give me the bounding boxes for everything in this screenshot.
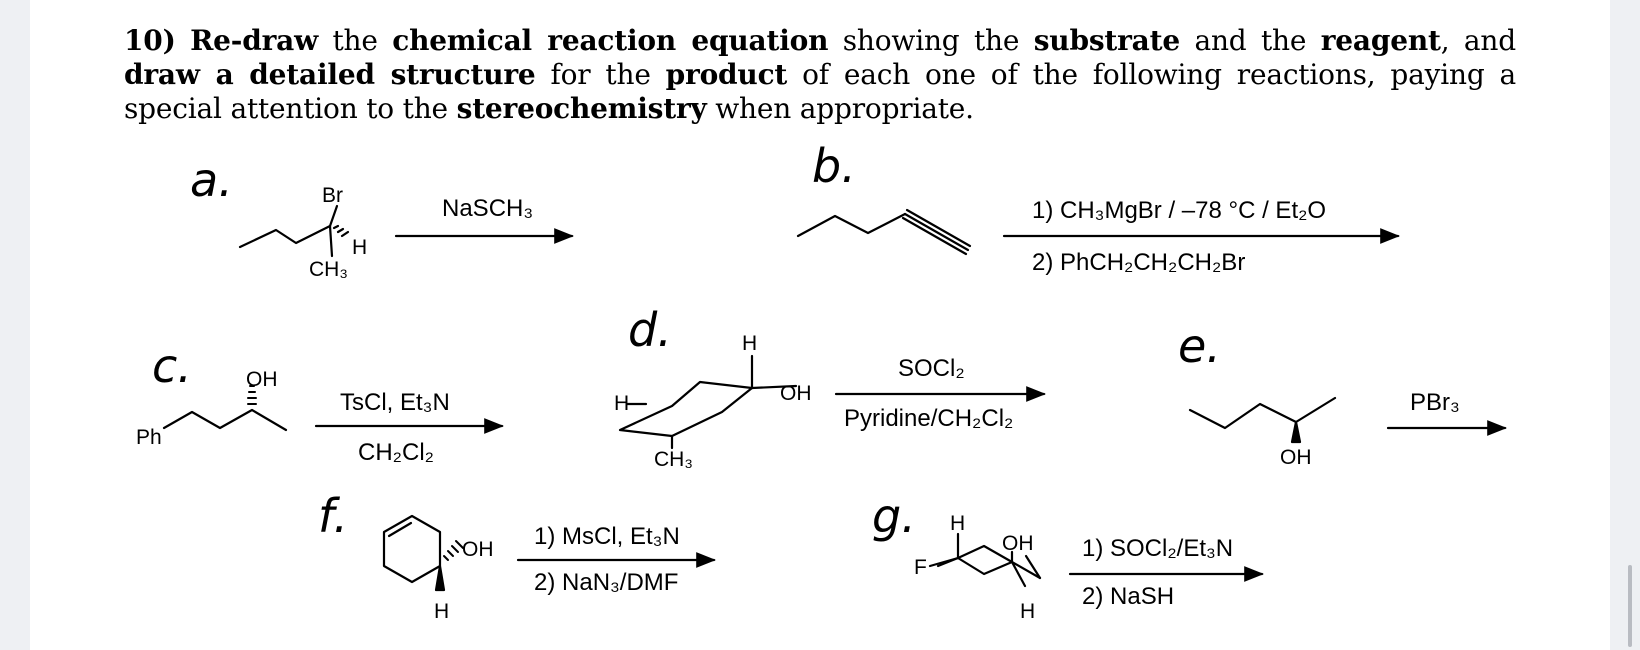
reaction-a-methyl-label: CH₃ — [309, 258, 348, 281]
reaction-g-substrate — [928, 532, 1042, 588]
page-gutter-right — [1610, 0, 1640, 650]
reaction-g-hydroxyl-label: OH — [1002, 532, 1034, 555]
hash-bond-icon — [332, 224, 350, 238]
reaction-c-letter: c. — [152, 339, 192, 393]
reaction-e-reagent: PBr₃ — [1410, 389, 1460, 416]
reaction-d-hydroxyl-label: OH — [780, 382, 812, 405]
reaction-f-reagent-1: 1) MsCl, Et₃N — [534, 523, 680, 550]
hash-bond-icon — [443, 540, 464, 561]
vertical-scrollbar[interactable] — [1628, 565, 1632, 647]
reaction-g-hydrogen-bottom-label: H — [1020, 600, 1035, 623]
reaction-d-hydrogen-top-label: H — [742, 332, 757, 355]
reaction-a-hydrogen-label: H — [352, 236, 367, 259]
reaction-e-hydroxyl-label: OH — [1280, 446, 1312, 469]
question-parts: Re-draw the chemical reaction equation s… — [124, 24, 1516, 125]
reaction-a-bromine-label: Br — [322, 184, 343, 207]
reaction-g-letter: g. — [872, 489, 916, 543]
reaction-c-phenyl-label: Ph — [136, 426, 162, 449]
reaction-c-reagent-top: TsCl, Et₃N — [340, 389, 450, 416]
question-text: 10) Re-draw the chemical reaction equati… — [124, 24, 1516, 126]
question-run: when appropriate. — [706, 92, 974, 125]
page-gutter-left — [0, 0, 30, 650]
question-emphasis: reagent — [1320, 24, 1441, 57]
question-run: of each one of the following reactions, … — [124, 58, 1516, 125]
reaction-g-hydrogen-top-label: H — [950, 512, 965, 535]
reaction-e-letter: e. — [1178, 319, 1221, 373]
question-emphasis: chemical reaction equation — [392, 24, 829, 57]
reaction-f-hydrogen-label: H — [434, 600, 449, 623]
question-emphasis: draw a detailed structure — [124, 58, 536, 91]
reaction-g-fluorine-label: F — [914, 556, 927, 579]
reaction-b-reagent-1: 1) CH₃MgBr / –78 °C / Et₂O — [1032, 197, 1326, 224]
reaction-f-substrate — [382, 514, 464, 592]
reaction-a-substrate — [238, 204, 350, 258]
reaction-c-substrate — [162, 385, 288, 432]
question-emphasis: substrate — [1033, 24, 1180, 57]
question-run: showing the — [828, 24, 1034, 57]
question-emphasis: product — [665, 58, 788, 91]
reaction-g-reagent-2: 2) NaSH — [1082, 583, 1174, 610]
reaction-d-hydrogen-left-label: H — [614, 392, 629, 415]
hash-bond-icon — [247, 385, 257, 405]
reaction-b-letter: b. — [812, 139, 856, 193]
reaction-f-hydroxyl-label: OH — [462, 538, 494, 561]
reaction-b-reagent-2: 2) PhCH₂CH₂CH₂Br — [1032, 249, 1245, 276]
reaction-b-substrate — [796, 208, 972, 256]
question-number: 10) — [124, 24, 176, 57]
reaction-c-hydroxyl-label: OH — [246, 368, 278, 391]
question-emphasis: Re-draw — [190, 24, 318, 57]
question-run: the — [318, 24, 393, 57]
reaction-c-reagent-bottom: CH₂Cl₂ — [358, 439, 434, 466]
reaction-d-substrate — [618, 354, 798, 450]
reaction-g-reagent-1: 1) SOCl₂/Et₃N — [1082, 535, 1233, 562]
reaction-f-letter: f. — [318, 489, 348, 543]
reaction-e-substrate — [1188, 396, 1337, 444]
reaction-f-reagent-2: 2) NaN₃/DMF — [534, 569, 678, 596]
reaction-d-reagent-bottom: Pyridine/CH₂Cl₂ — [844, 405, 1013, 432]
reaction-d-reagent-top: SOCl₂ — [898, 355, 965, 382]
reaction-a-letter: a. — [190, 153, 233, 207]
question-run: , and — [1440, 24, 1516, 57]
question-run: and the — [1179, 24, 1321, 57]
question-run: for the — [535, 58, 666, 91]
reaction-d-letter: d. — [628, 303, 672, 357]
document-page — [30, 0, 1610, 650]
question-emphasis: stereochemistry — [456, 92, 707, 125]
reaction-a-reagent: NaSCH₃ — [442, 195, 533, 222]
reaction-d-methyl-label: CH₃ — [654, 448, 693, 471]
